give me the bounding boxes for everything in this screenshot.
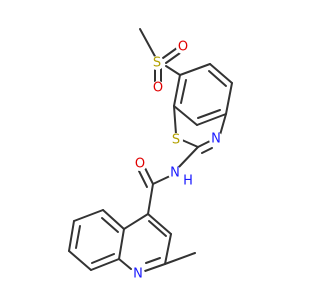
label-quinoline-nitrogen: N	[133, 267, 143, 282]
molecule-structure: S O O S N N H O N	[68, 28, 233, 282]
atom-amide-nitrogen: N H	[168, 166, 193, 189]
bond-benz-5	[173, 105, 198, 126]
bond-qb-5	[90, 258, 120, 271]
bond-q-c2-n1-inner	[145, 257, 161, 264]
bond-carbonyl-quinoline	[147, 183, 154, 215]
label-amide-nitrogen: N	[170, 166, 180, 181]
bond-quinoline-methyl	[164, 252, 196, 265]
atom-sulfonyl-oxygen-bottom: O	[151, 81, 165, 96]
bond-sulfur-oxygen-top-a	[162, 47, 178, 59]
atom-quinoline-nitrogen: N	[131, 267, 145, 282]
label-sulfonyl-sulfur: S	[153, 56, 161, 71]
label-thiazole-nitrogen: N	[211, 132, 221, 147]
bond-benz-6	[173, 74, 181, 107]
bond-c2-nitrogen-inner	[201, 147, 213, 154]
atom-thiazole-nitrogen: N	[209, 132, 223, 147]
bond-c2-amide-nitrogen	[177, 146, 199, 169]
bonds	[68, 28, 233, 272]
bond-benz-6-inner	[180, 79, 187, 104]
bond-q-c4a-c4	[123, 213, 149, 230]
bond-q-n1-c8a	[118, 258, 132, 270]
bond-qb-5-inner	[91, 253, 115, 264]
bond-qb-1-inner	[101, 217, 119, 233]
bond-q-c3-c2	[164, 233, 172, 265]
bond-nitrogen-c3a	[219, 113, 227, 136]
bond-q-c4-c3-inner	[148, 220, 167, 237]
atom-thiazole-sulfur: S	[169, 133, 183, 148]
label-sulfonyl-oxygen-bottom: O	[153, 81, 163, 96]
bond-q-c8a-c4a	[118, 228, 125, 260]
atom-labels: S O O S N N H O N	[131, 40, 223, 282]
bond-qb-2	[73, 209, 104, 222]
bond-methyl-sulfur	[139, 28, 158, 61]
bond-qb-3-inner	[75, 225, 81, 249]
bond-c7a-sulfur	[173, 105, 177, 135]
bond-qb-3	[68, 220, 75, 252]
label-thiazole-sulfur: S	[172, 133, 180, 148]
bond-benz-4-inner	[197, 109, 221, 119]
bond-qb-4	[68, 250, 92, 271]
bond-amide-nitrogen-carbonyl	[152, 175, 171, 185]
bond-sulfur-ring-carbon	[165, 65, 181, 76]
label-amide-hydrogen: H	[183, 174, 193, 189]
bond-benz-3	[225, 82, 233, 115]
bond-sulfur-c2	[181, 139, 199, 148]
bond-carbonyl-oxygen-b	[138, 170, 148, 188]
structure-canvas: S O O S N N H O N	[68, 28, 233, 282]
bond-qb-1	[102, 209, 125, 230]
bond-benz-4	[196, 113, 227, 126]
bond-benz-1	[179, 63, 211, 76]
bond-q-c4-c3	[147, 213, 172, 235]
label-sulfonyl-oxygen-top: O	[178, 40, 188, 55]
bond-benz-2	[209, 63, 233, 84]
label-carbonyl-oxygen: O	[135, 157, 145, 172]
atom-sulfonyl-oxygen-top: O	[176, 40, 190, 55]
atom-carbonyl-oxygen: O	[133, 157, 147, 172]
bond-benz-2-inner	[208, 70, 227, 87]
bond-carbonyl-oxygen-a	[144, 167, 154, 185]
atom-sulfonyl-sulfur: S	[150, 56, 164, 71]
bond-c2-nitrogen	[197, 140, 211, 148]
bond-q-c2-n1	[144, 263, 166, 272]
bond-sulfur-oxygen-top-b	[165, 52, 181, 64]
